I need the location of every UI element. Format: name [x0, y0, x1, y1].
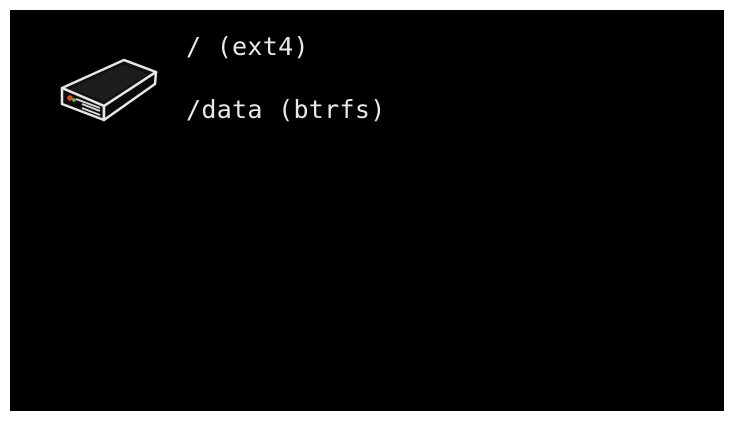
mount-root-label[interactable]: / (ext4): [186, 32, 309, 61]
mount-data-label[interactable]: /data (btrfs): [186, 95, 386, 124]
hard-drive-icon[interactable]: [60, 58, 160, 124]
desktop-screen: / (ext4) /data (btrfs): [10, 10, 724, 411]
